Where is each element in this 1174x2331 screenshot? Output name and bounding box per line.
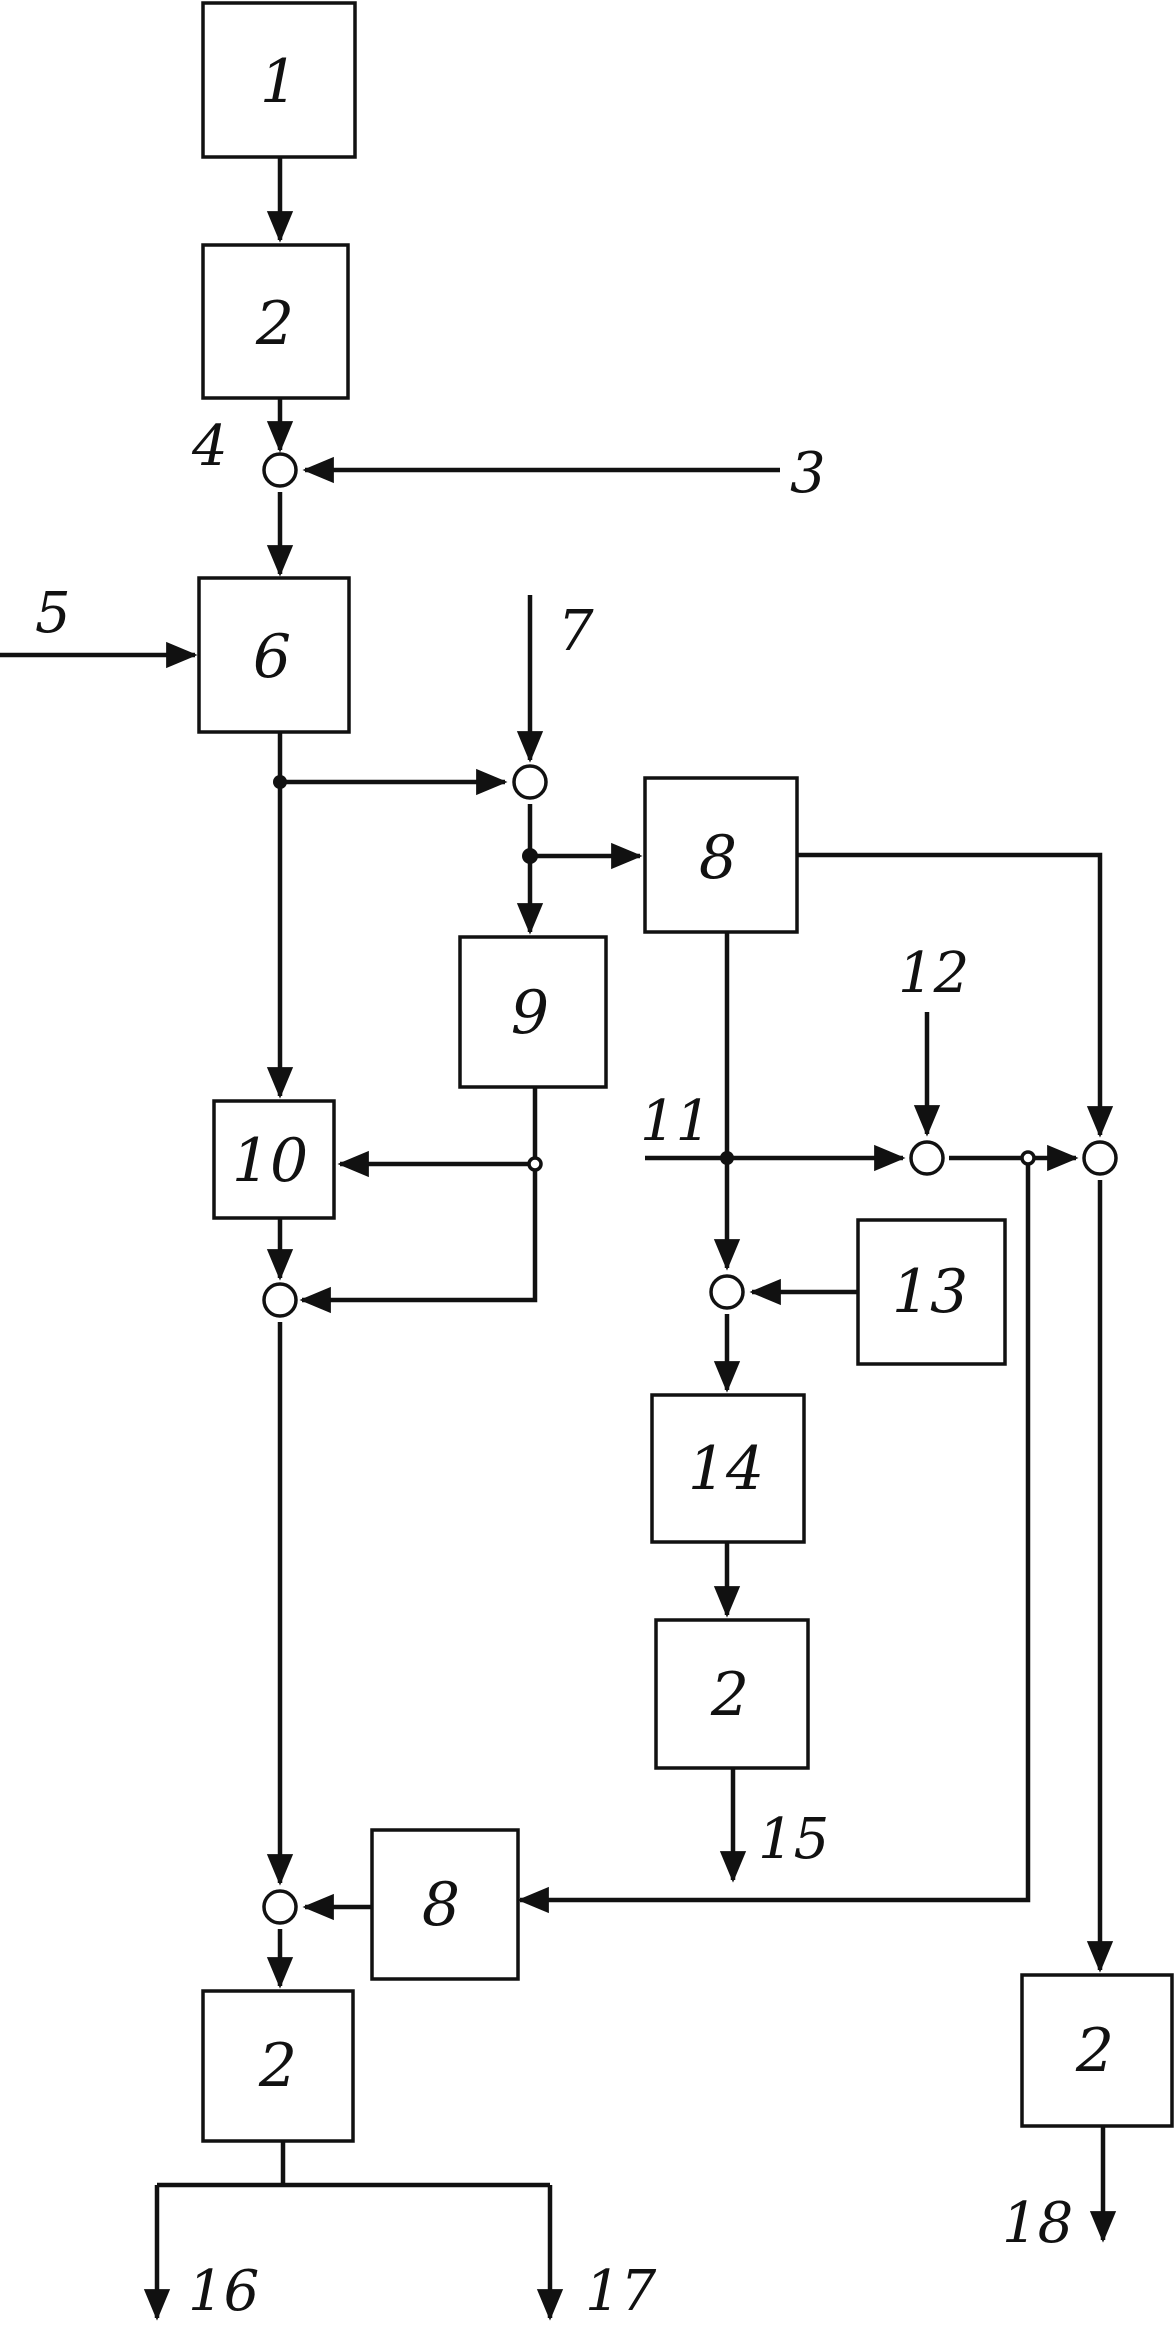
block-2-right-label: 2 — [1075, 2016, 1114, 2086]
label-5: 5 — [35, 581, 71, 646]
label-16: 16 — [188, 2259, 259, 2324]
flow-8-top-to-right-junction — [797, 852, 1114, 1138]
label-4: 4 — [191, 414, 228, 479]
junction-12 — [909, 1140, 945, 1176]
label-3: 3 — [790, 441, 826, 506]
block-8-bottom: 8 — [370, 1828, 520, 1981]
block-2-top: 2 — [201, 243, 350, 400]
block-9-label: 9 — [511, 978, 549, 1048]
branch-dot-7 — [522, 848, 538, 864]
block-2-mid: 2 — [654, 1618, 810, 1770]
label-17: 17 — [585, 2259, 657, 2324]
junction-below-10 — [262, 1282, 298, 1318]
block-8-top-label: 8 — [699, 823, 737, 893]
block-9: 9 — [458, 935, 608, 1089]
branch-dot-right — [1020, 1150, 1036, 1166]
block-1: 1 — [201, 1, 357, 159]
block-2-bottom: 2 — [201, 1989, 355, 2143]
block-13: 13 — [856, 1218, 1007, 1366]
flow-9-to-10 — [337, 1087, 538, 1178]
block-10-label: 10 — [232, 1126, 308, 1196]
block-14: 14 — [650, 1393, 806, 1544]
label-11: 11 — [640, 1089, 711, 1154]
block-13-label: 13 — [892, 1257, 968, 1327]
block-2-mid-label: 2 — [710, 1660, 749, 1730]
block-10: 10 — [212, 1099, 336, 1220]
block-8-bottom-label: 8 — [422, 1870, 460, 1940]
junction-right — [1082, 1140, 1118, 1176]
junction-bottom — [262, 1889, 298, 1925]
branch-dot-9 — [527, 1156, 543, 1172]
junction-7 — [512, 764, 548, 800]
label-15: 15 — [758, 1807, 829, 1872]
flow-9-to-junction-below-10 — [299, 1164, 538, 1314]
junction-13 — [709, 1274, 745, 1310]
branch-dot-6 — [273, 775, 287, 789]
block-2-right: 2 — [1020, 1973, 1174, 2128]
label-18: 18 — [1002, 2191, 1073, 2256]
flow-to-8-bottom — [517, 1158, 1031, 1914]
block-14-label: 14 — [688, 1434, 764, 1504]
label-12: 12 — [898, 941, 969, 1006]
label-7: 7 — [558, 599, 594, 664]
block-6-label: 6 — [253, 622, 291, 692]
block-1-label: 1 — [260, 47, 298, 117]
block-2-bottom-label: 2 — [258, 2031, 297, 2101]
branch-dot-11 — [720, 1151, 734, 1165]
block-6: 6 — [197, 576, 351, 734]
junction-4 — [262, 452, 298, 488]
block-2-top-label: 2 — [255, 289, 294, 359]
block-8-top: 8 — [643, 776, 799, 934]
